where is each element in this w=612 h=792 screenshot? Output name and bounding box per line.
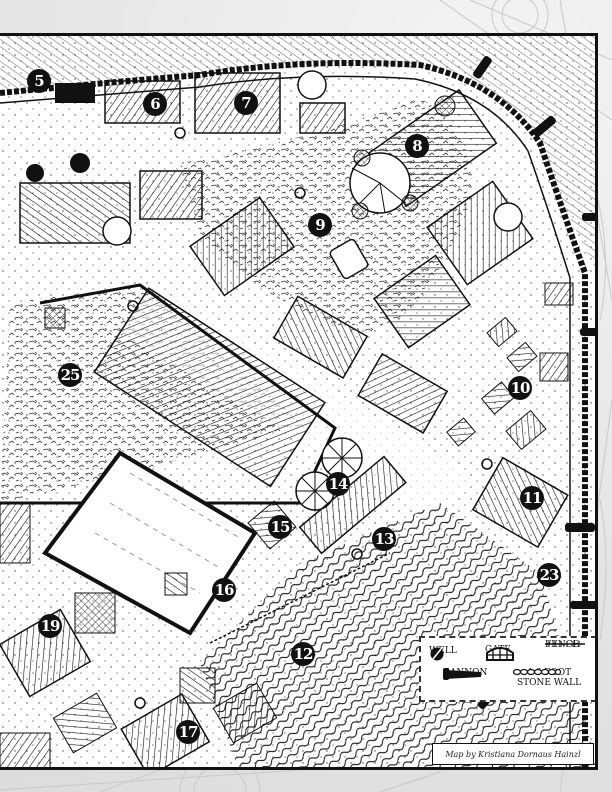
legend-item-gate: Gate [485, 645, 514, 661]
map-marker-7[interactable]: 7 [234, 91, 258, 115]
map-marker-14[interactable]: 14 [326, 472, 350, 496]
map-marker-6[interactable]: 6 [143, 92, 167, 116]
map-marker-15[interactable]: 15 [268, 515, 292, 539]
map-marker-10[interactable]: 10 [508, 376, 532, 400]
map-credit: Map by Kristiana Dornaus Hainzl [432, 743, 594, 765]
map-marker-23[interactable]: 23 [537, 563, 561, 587]
map-marker-17[interactable]: 17 [176, 720, 200, 744]
cannon-icon [443, 668, 481, 680]
legend-item-stone-wall: 4-6 Foot Stone Wall [513, 668, 585, 688]
map-marker-19[interactable]: 19 [38, 614, 62, 638]
map-marker-13[interactable]: 13 [372, 527, 396, 551]
legend-item-well: Well [429, 646, 457, 661]
credit-text: Map by Kristiana Dornaus Hainzl [445, 749, 581, 759]
gate-icon [486, 647, 514, 661]
legend-item-fence: Fence [545, 640, 585, 650]
map-marker-11[interactable]: 11 [520, 486, 544, 510]
legend-item-cannon: Cannon [443, 668, 487, 680]
map-marker-5[interactable]: 5 [27, 69, 51, 93]
map-marker-12[interactable]: 12 [291, 642, 315, 666]
map-marker-8[interactable]: 8 [405, 134, 429, 158]
legend-label-fence: Fence [545, 640, 580, 650]
map-legend: Well Gate Fence Cannon 4-6 Foot Stone Wa… [419, 636, 595, 702]
well-icon [430, 647, 444, 661]
fence-icon [545, 641, 585, 647]
legend-label-well: Well [429, 646, 457, 656]
map-marker-9[interactable]: 9 [308, 213, 332, 237]
map-frame: 5 6 7 8 9 10 11 12 13 14 15 16 17 19 23 … [0, 33, 598, 770]
map-marker-16[interactable]: 16 [212, 578, 236, 602]
stone-wall-icon [513, 668, 561, 676]
map-marker-25[interactable]: 25 [58, 363, 82, 387]
